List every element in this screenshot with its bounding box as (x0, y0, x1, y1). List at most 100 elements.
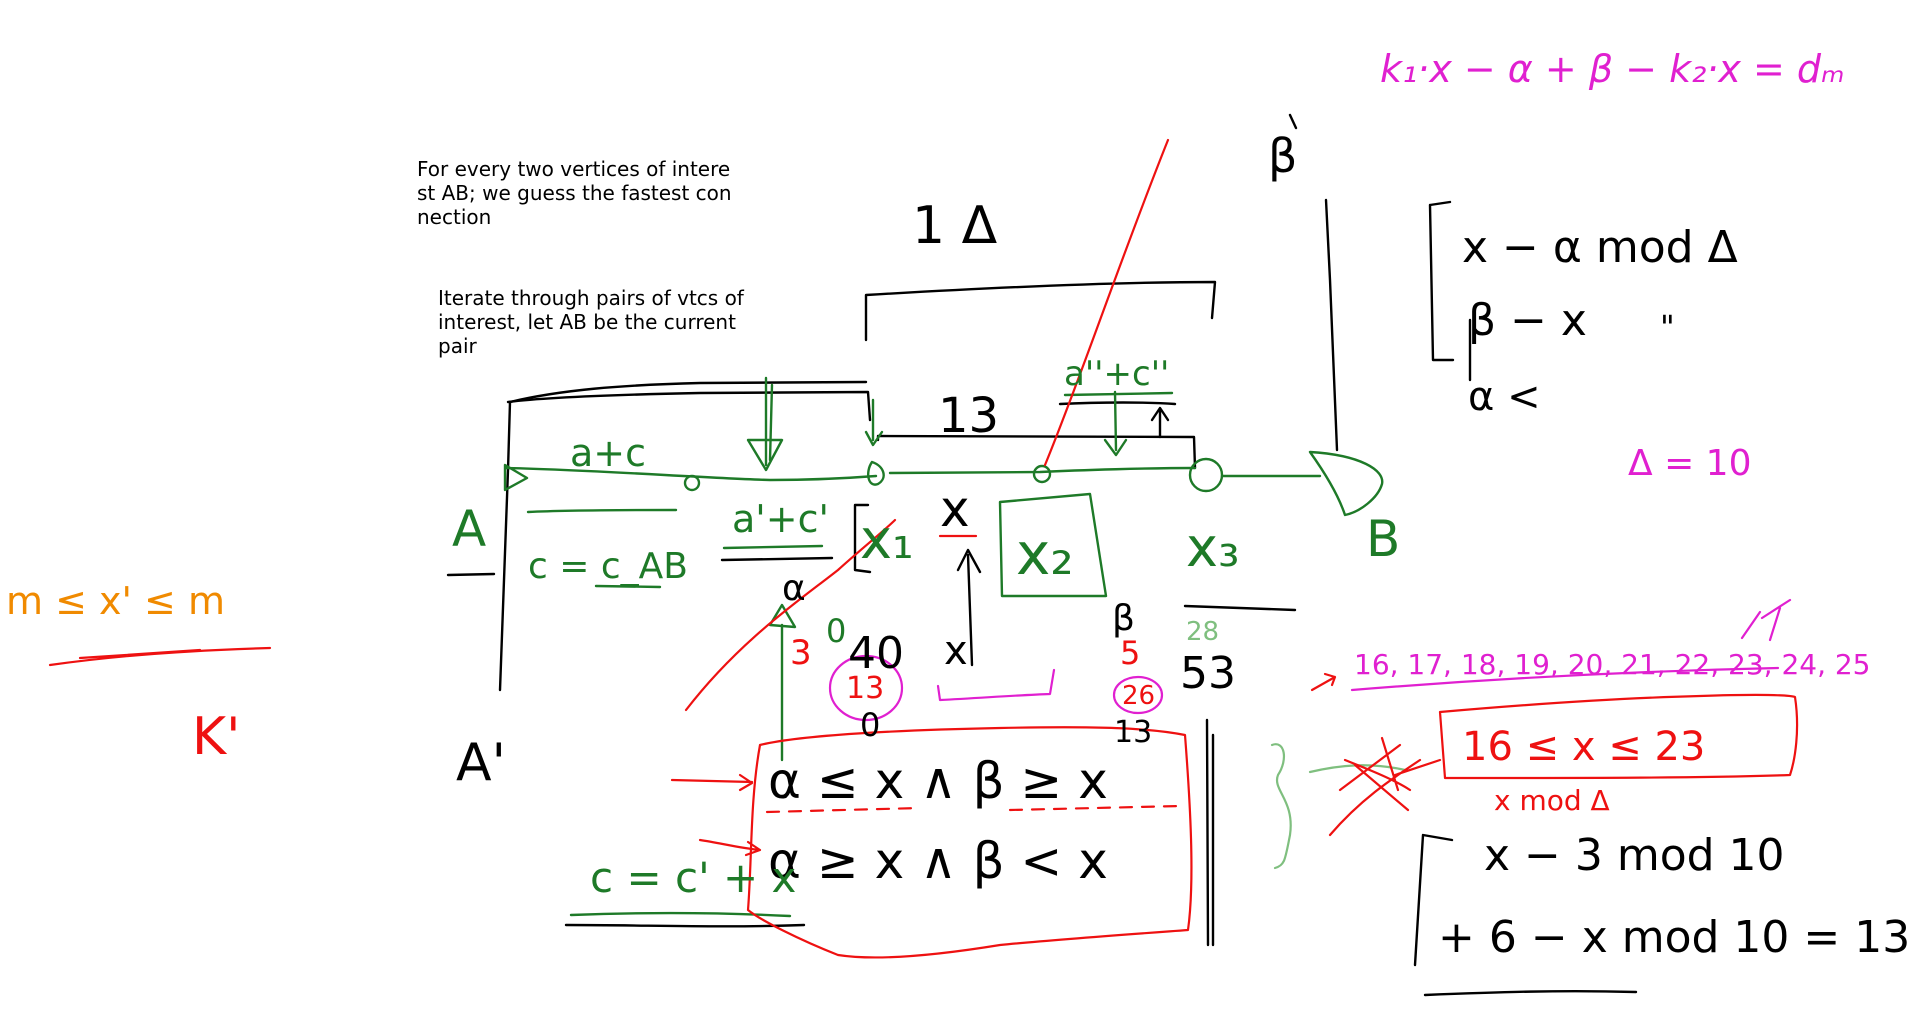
red-annotations (48, 138, 1799, 959)
hw-eq-line-2: + 6 − x mod 10 = 13 (1438, 912, 1910, 963)
underline-c-prime (569, 911, 792, 918)
underline-cab (594, 584, 662, 589)
bracket-13 (876, 434, 1197, 470)
hw-edge-ac-prime: a'+c' (732, 497, 829, 541)
line-a-vertical (498, 400, 512, 692)
red-seq-arrow (1310, 672, 1337, 692)
light-green-brace (1270, 743, 1407, 870)
hw-twenty-eight: 28 (1186, 617, 1219, 647)
underline-ac-prime-green (722, 544, 824, 550)
hw-c-eq-cab: c = c_AB (528, 546, 688, 587)
hw-five-red: 5 (1120, 634, 1140, 672)
text-note-iterate-pairs: Iterate through pairs of vtcs of interes… (438, 286, 744, 358)
hw-eq-line-1: x − 3 mod 10 (1484, 830, 1785, 881)
magenta-bracket-53 (936, 668, 1056, 702)
box-x2 (998, 492, 1108, 598)
underline-bottom-left (564, 923, 806, 928)
eq-underline (1423, 989, 1638, 997)
arrow-down-left-2 (768, 383, 774, 462)
arrow-down-x1 (864, 398, 884, 447)
bracket-a-inner (508, 380, 868, 404)
arrow-up-green (768, 603, 797, 629)
hw-label-a: A (452, 500, 486, 558)
hw-zero-mid: 0 (860, 706, 880, 744)
red-arrow-1 (670, 773, 754, 792)
x1-bracket (853, 503, 872, 574)
arrow-down-right (1103, 390, 1128, 457)
hw-beta-small: β (1112, 598, 1135, 639)
hw-twenty-six-circled: 26 (1122, 681, 1155, 711)
hw-thirteen-top: 13 (938, 388, 999, 444)
hw-k-prime: K' (192, 707, 240, 767)
red-arrow-2 (698, 838, 762, 857)
node-b (1308, 450, 1384, 517)
edge-x1-x3 (888, 466, 1197, 475)
cond-vertical-1 (1205, 718, 1210, 947)
underline-ac-prime (720, 556, 834, 562)
edge-a-x1 (504, 466, 878, 482)
hw-label-b: B (1366, 510, 1400, 568)
node-x2 (1032, 464, 1052, 484)
hw-mod-line-1: x − α mod Δ (1462, 222, 1738, 273)
node-x3 (1188, 457, 1224, 493)
bracket-top (864, 280, 1217, 342)
arrow-up-small (1150, 406, 1170, 439)
hw-alpha-small: α (782, 568, 806, 609)
hw-edge-a2c2: a''+c'' (1064, 354, 1169, 394)
eq-bracket (1413, 833, 1454, 967)
hw-mod-line-2: β − x (1468, 295, 1587, 346)
hw-x-small: x (944, 628, 968, 674)
hw-range: 16 ≤ x ≤ 23 (1462, 724, 1705, 770)
hw-alpha-lt: α < (1468, 374, 1541, 420)
hw-cond-1: α ≤ x ∧ β ≥ x (768, 752, 1108, 810)
underline-x3 (1183, 604, 1297, 612)
hw-three-red: 3 (790, 633, 812, 673)
hw-x-mod-delta: x mod Δ (1494, 784, 1610, 817)
line-beta-vertical (1324, 198, 1339, 452)
hw-fifty-three: 53 (1180, 648, 1236, 699)
mod-bracket-top (1428, 200, 1472, 382)
hw-thirteen-circled: 13 (846, 671, 884, 706)
hw-x2: x₂ (1016, 520, 1074, 588)
hw-m-le-x-le-m: m ≤ x' ≤ m (6, 579, 225, 623)
underline-a2c2-green (1063, 391, 1174, 397)
magenta-annotations (936, 598, 1792, 702)
hw-edge-a-c: a+c (570, 431, 646, 475)
node-x1 (866, 460, 885, 486)
underline-a2c2 (1058, 401, 1177, 406)
hw-ditto: " (1660, 308, 1675, 346)
hw-formula-top: k₁·x − α + β − k₂·x = dₘ (1380, 47, 1845, 91)
brace (1270, 743, 1292, 870)
hw-x3: x₃ (1186, 516, 1240, 579)
hw-label-a-prime: A' (456, 733, 506, 793)
hw-sequence: 16, 17, 18, 19, 20, 21, 22, 23, 24, 25 (1354, 648, 1871, 681)
magenta-strike-24 (1740, 598, 1792, 642)
red-dashed (765, 804, 1182, 814)
hw-x1: x₁ (860, 508, 914, 571)
red-circle-26 (1112, 675, 1164, 715)
green-diagram (503, 376, 1384, 918)
magenta-seq-underline (1350, 666, 1780, 692)
red-k-line (48, 646, 272, 667)
hw-c-eq-c-prime-x: c = c' + x (590, 853, 796, 902)
arrow-down-left (746, 376, 784, 472)
red-cross-cluster (1328, 736, 1442, 837)
node-a (503, 463, 529, 492)
red-diagonal-1 (684, 518, 897, 712)
hw-cond-2: α ≥ x ∧ β < x (768, 832, 1108, 890)
bracket-a-to-x1 (506, 390, 872, 422)
hw-beta-top: β (1268, 129, 1297, 183)
underline-a (446, 572, 496, 577)
red-diagonal-2 (1043, 138, 1170, 467)
hw-forty: 40 (848, 628, 904, 679)
underline-ac (526, 508, 678, 514)
hw-delta-eq: Δ = 10 (1628, 443, 1752, 484)
black-diagram (446, 113, 1638, 997)
red-cond-box (746, 726, 1193, 959)
beta-hat (1288, 113, 1298, 130)
hw-thirteen-mid: 13 (1114, 715, 1152, 750)
text-note-fastest-connection: For every two vertices of intere st AB; … (417, 157, 732, 229)
hw-one-delta: 1 Δ (912, 196, 998, 256)
hw-x-mark: x (940, 480, 970, 538)
